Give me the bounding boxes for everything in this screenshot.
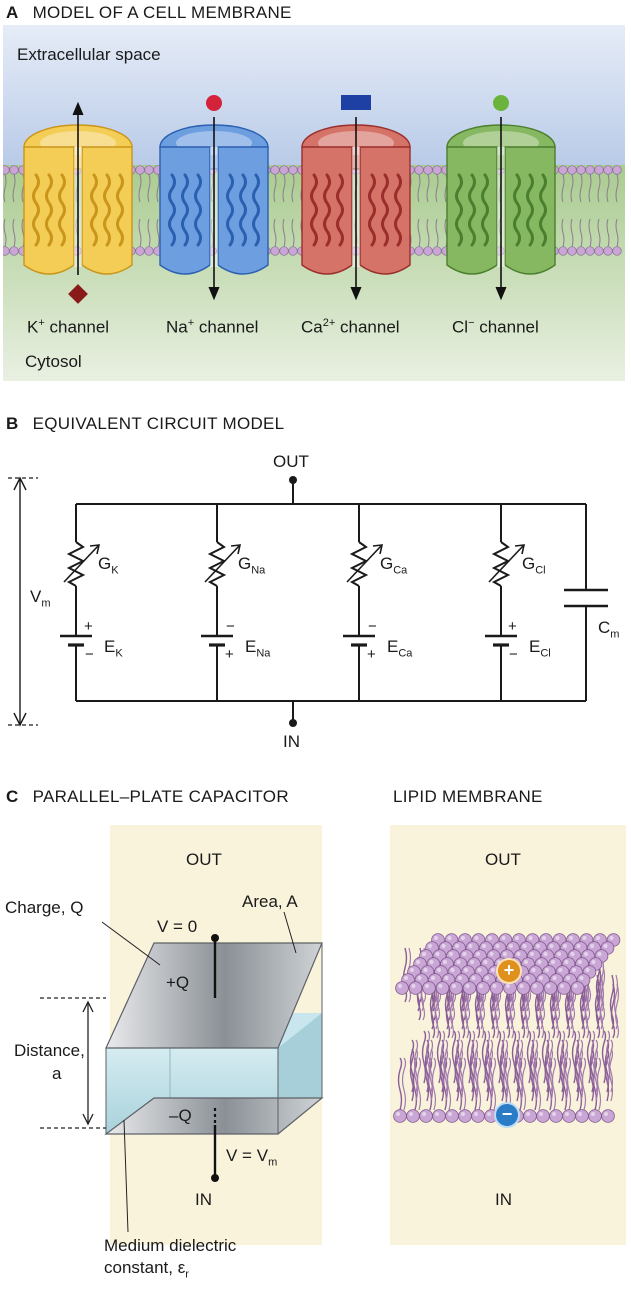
distance-label: Distance,a [14,1041,85,1083]
plus-ion-sign: + [503,960,515,980]
equivalent-circuit: OUT IN Vm Cm GK GNa GCa GCl EK ENa ECa E… [0,440,631,770]
panel-c-letter: C [6,787,19,806]
vm-capacitor-label: V = Vm [226,1146,278,1169]
panel-c-title-left: PARALLEL–PLATE CAPACITOR [32,787,289,806]
gk-label: GK [98,554,119,577]
top-lead-terminal [211,934,219,942]
plus-q-label: +Q [166,973,190,992]
in-terminal [289,719,297,727]
variable-resistor [349,541,369,587]
minus-ion-sign: − [501,1104,513,1124]
parallel-plate-box [104,942,324,1135]
in-label: IN [283,732,300,751]
channel-k [23,101,133,304]
vm-arrow-top [13,476,27,491]
ion-flow-arrow [208,117,220,301]
ek-bottom-sign: − [85,646,94,663]
variable-resistor [207,541,227,587]
panel-b-letter: B [6,414,19,433]
minus-ion-icon: − [494,1102,520,1128]
variable-resistor [491,541,511,587]
vm-label: Vm [30,587,51,610]
panel-c-heading: C PARALLEL–PLATE CAPACITOR [6,787,289,807]
circuit-branches [60,504,526,701]
capacitor-cm [564,504,608,701]
out-terminal [289,476,297,484]
ena-top-sign: − [226,618,235,635]
ena-label: ENa [245,637,271,660]
extracellular-label: Extracellular space [17,45,161,64]
minus-q-label: –Q [169,1106,192,1125]
na-channel-label: Na+ channel [166,317,259,337]
k-ion-marker [68,284,88,304]
distance-indicator [40,997,106,1129]
area-leader [283,911,297,954]
ek-top-sign: + [84,618,93,635]
panel-a-heading: A MODEL OF A CELL MEMBRANE [6,3,292,23]
cl-channel-label: Cl− channel [452,317,539,337]
gna-label: GNa [238,554,266,577]
branch-na [201,504,242,701]
bottom-lead-terminal [211,1174,219,1182]
ion-channels [23,95,556,304]
panel-c-title-right: LIPID MEMBRANE [393,787,543,806]
cell-membrane-model: Extracellular space Cytosol K+ channel N… [3,25,625,381]
ion-flow-arrow [350,117,362,301]
membrane-out-label: OUT [485,850,521,869]
lipid-membrane-patch [393,933,621,1123]
ecl-bottom-sign: − [509,646,518,663]
plus-ion-icon: + [496,958,522,984]
v0-label: V = 0 [157,917,198,936]
branch-cl [485,504,526,701]
panel-b-heading: B EQUIVALENT CIRCUIT MODEL [6,414,284,434]
medium-leader [123,1119,129,1233]
capacitor-comparison: OUT IN Charge, Q V = 0 Area, A +Q –Q Dis… [0,780,631,1285]
branch-k [60,504,101,701]
channel-ca [301,95,411,301]
ion-flow-arrow [495,117,507,301]
cell-membrane-illustration [3,25,625,381]
charge-label: Charge, Q [5,898,84,917]
capacitor-illustration [40,825,626,1245]
gca-label: GCa [380,554,408,577]
cm-label: Cm [598,618,620,641]
cap-in-label: IN [195,1190,212,1209]
charge-leader [101,921,161,966]
ca-ion-marker [341,95,371,110]
ion-flow-arrow [72,101,84,275]
ena-bottom-sign: + [225,646,234,663]
eca-top-sign: − [368,618,377,635]
cytosol-label: Cytosol [25,352,82,371]
area-label: Area, A [242,892,298,911]
eca-bottom-sign: + [367,646,376,663]
gcl-label: GCl [522,554,546,577]
out-label: OUT [273,452,309,471]
ca-channel-label: Ca2+ channel [301,317,400,337]
circuit-schematic [8,476,608,727]
branch-ca [343,504,384,701]
cap-out-label: OUT [186,850,222,869]
variable-resistor [66,541,86,587]
panel-a-title: MODEL OF A CELL MEMBRANE [32,3,292,22]
channel-cl [446,95,556,301]
ecl-top-sign: + [508,618,517,635]
membrane-in-label: IN [495,1190,512,1209]
k-channel-label: K+ channel [27,317,110,337]
ecl-label: ECl [529,637,551,660]
ek-label: EK [104,637,123,660]
panel-a-letter: A [6,3,19,22]
vm-arrow-bottom [13,712,27,727]
na-ion-marker [206,95,222,111]
panel-b-title: EQUIVALENT CIRCUIT MODEL [32,414,285,433]
eca-label: ECa [387,637,413,660]
cl-ion-marker [493,95,509,111]
channel-na [159,95,269,301]
